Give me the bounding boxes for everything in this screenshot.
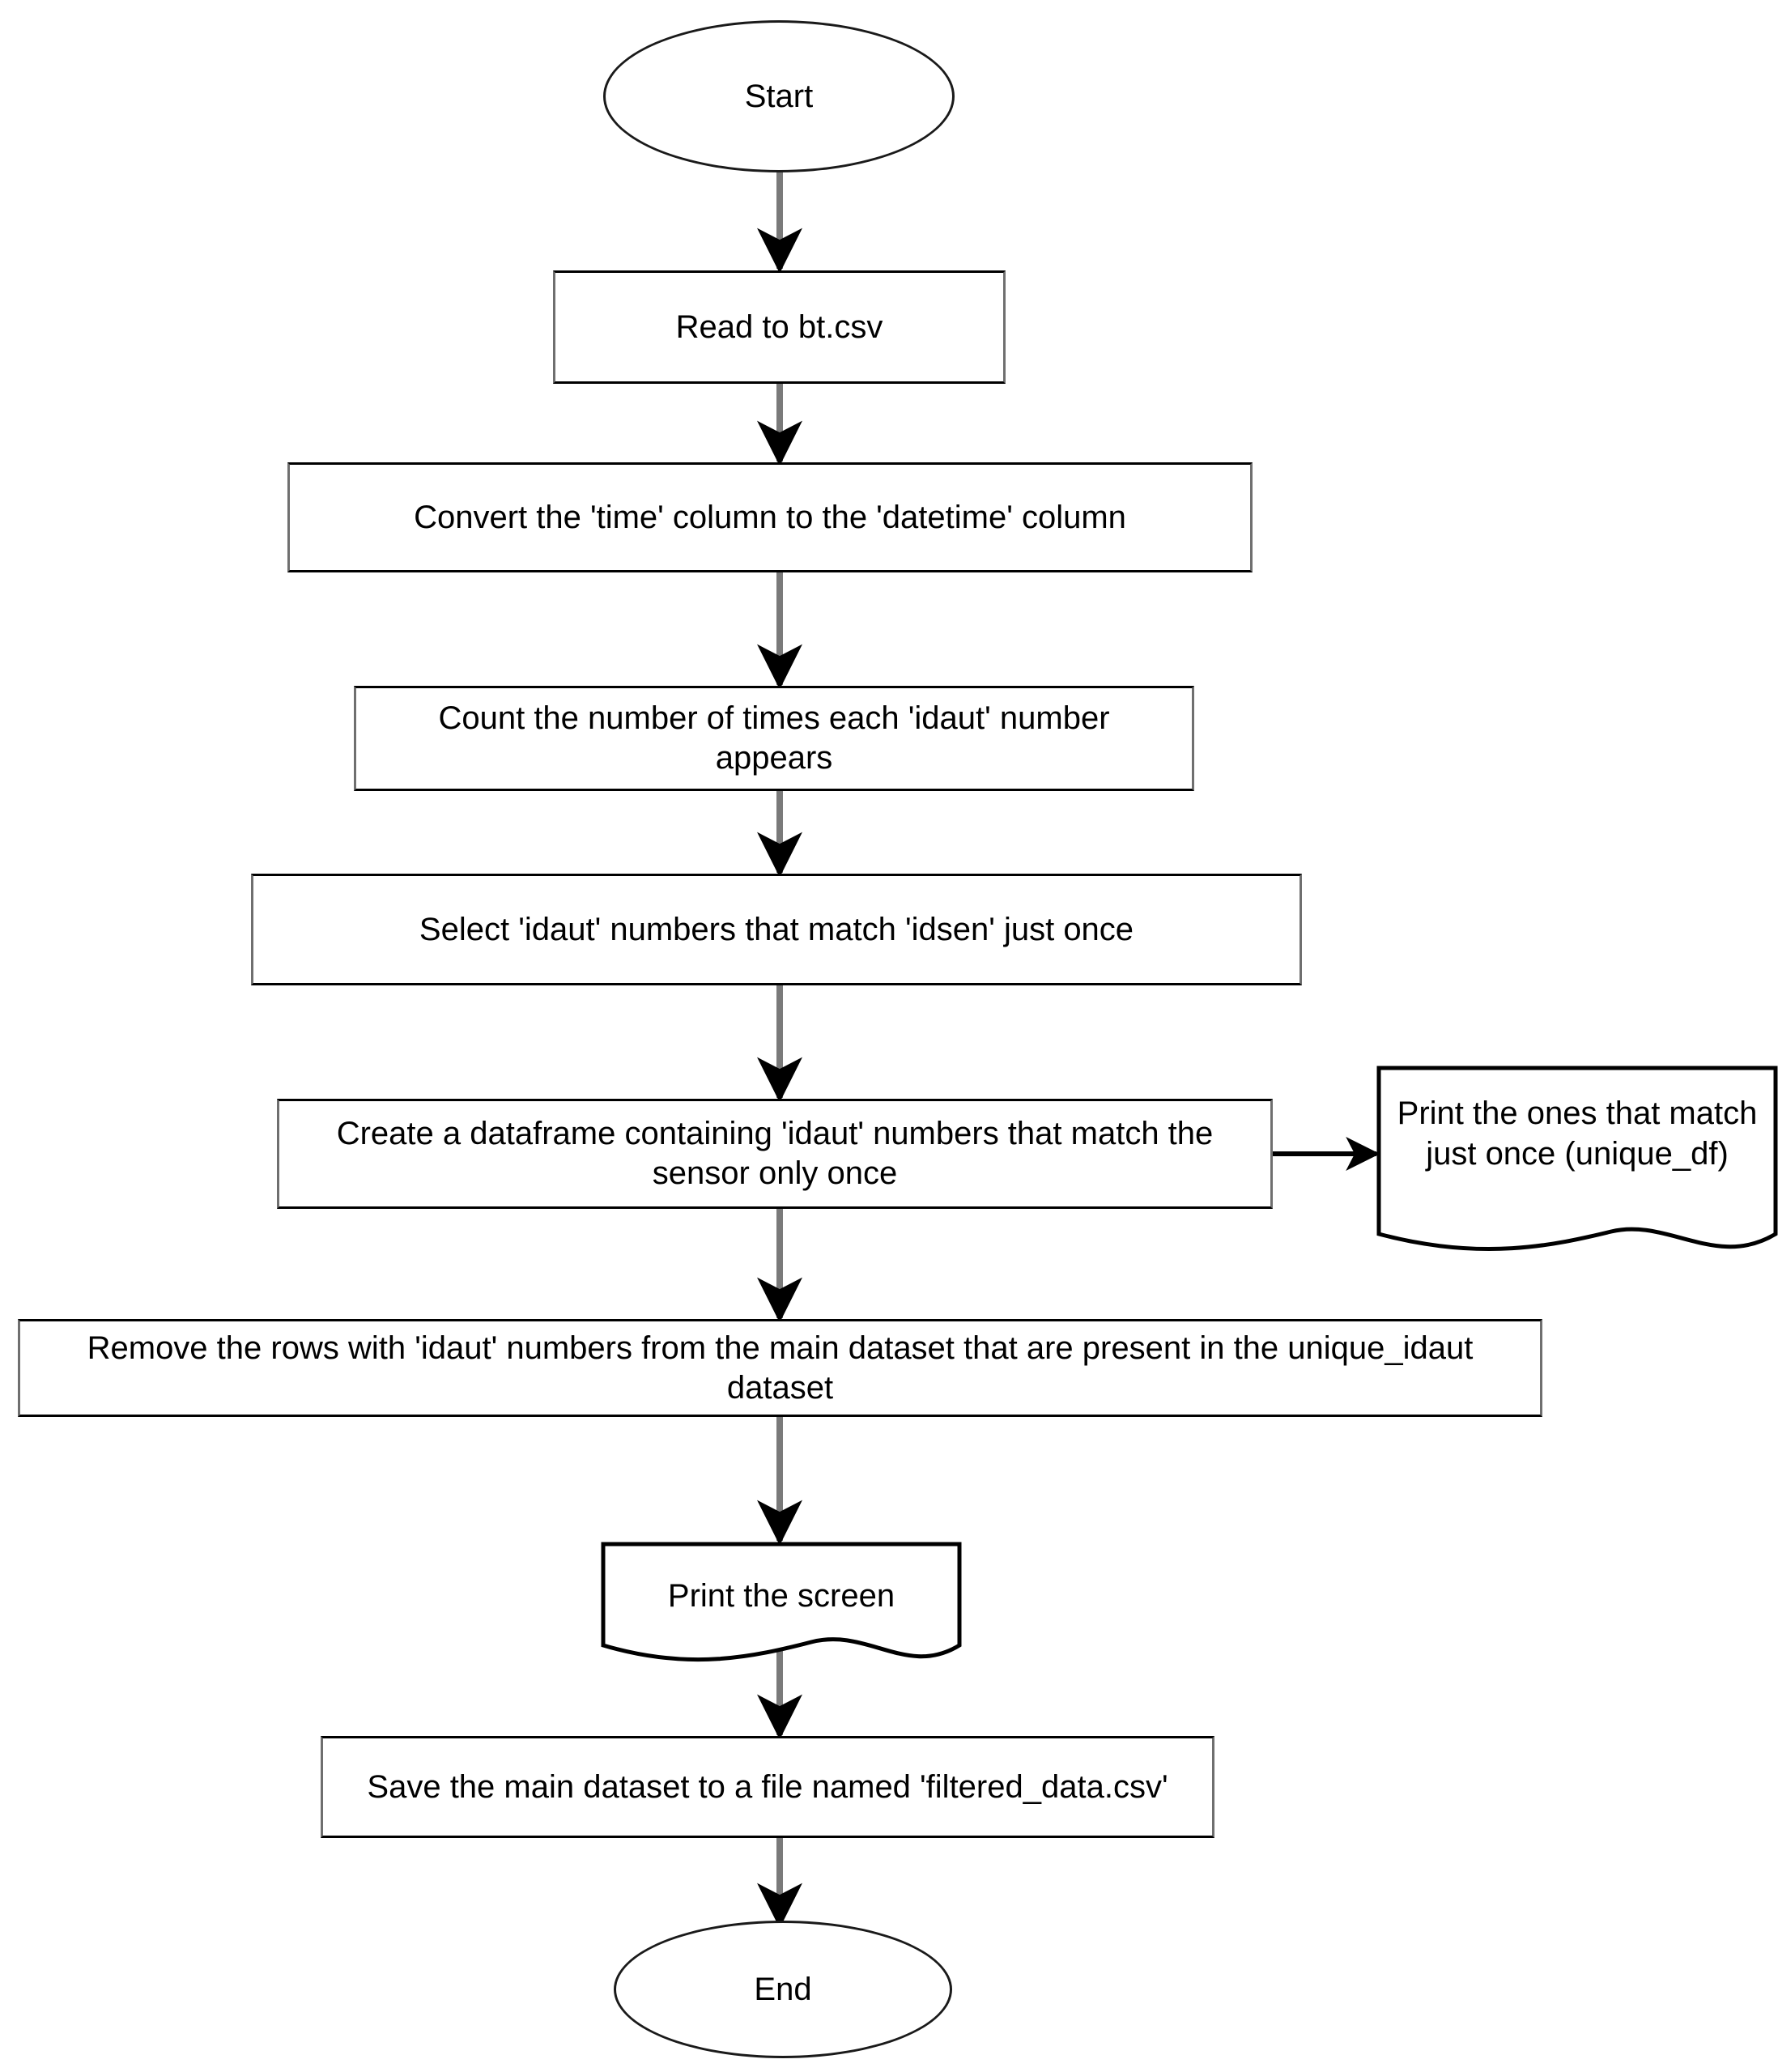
node-convert-time-column[interactable]: Convert the 'time' column to the 'dateti… xyxy=(287,462,1253,572)
node-create-dataframe-label: Create a dataframe containing 'idaut' nu… xyxy=(336,1116,1214,1191)
node-select-idaut[interactable]: Select 'idaut' numbers that match 'idsen… xyxy=(251,874,1302,985)
node-end-label: End xyxy=(754,1971,812,2007)
node-end[interactable]: End xyxy=(614,1921,952,2058)
node-start[interactable]: Start xyxy=(603,20,955,172)
node-remove-rows-label: Remove the rows with 'idaut' numbers fro… xyxy=(87,1330,1474,1406)
node-save-dataset-label: Save the main dataset to a file named 'f… xyxy=(367,1768,1168,1805)
node-print-screen[interactable]: Print the screen xyxy=(601,1542,962,1687)
node-count-idaut[interactable]: Count the number of times each 'idaut' n… xyxy=(354,686,1194,791)
node-create-dataframe[interactable]: Create a dataframe containing 'idaut' nu… xyxy=(277,1099,1273,1209)
node-read-csv-label: Read to bt.csv xyxy=(675,308,883,345)
node-start-label: Start xyxy=(744,78,814,114)
node-save-dataset[interactable]: Save the main dataset to a file named 'f… xyxy=(321,1736,1214,1838)
document-shape-icon xyxy=(1376,1066,1778,1252)
node-convert-time-column-label: Convert the 'time' column to the 'dateti… xyxy=(414,499,1126,535)
node-count-idaut-label: Count the number of times each 'idaut' n… xyxy=(438,700,1110,776)
node-read-csv[interactable]: Read to bt.csv xyxy=(553,270,1006,384)
document-shape-icon xyxy=(601,1542,962,1662)
node-select-idaut-label: Select 'idaut' numbers that match 'idsen… xyxy=(419,911,1134,947)
node-print-unique-df[interactable]: Print the ones that match just once (uni… xyxy=(1376,1066,1778,1276)
node-remove-rows[interactable]: Remove the rows with 'idaut' numbers fro… xyxy=(18,1319,1542,1417)
